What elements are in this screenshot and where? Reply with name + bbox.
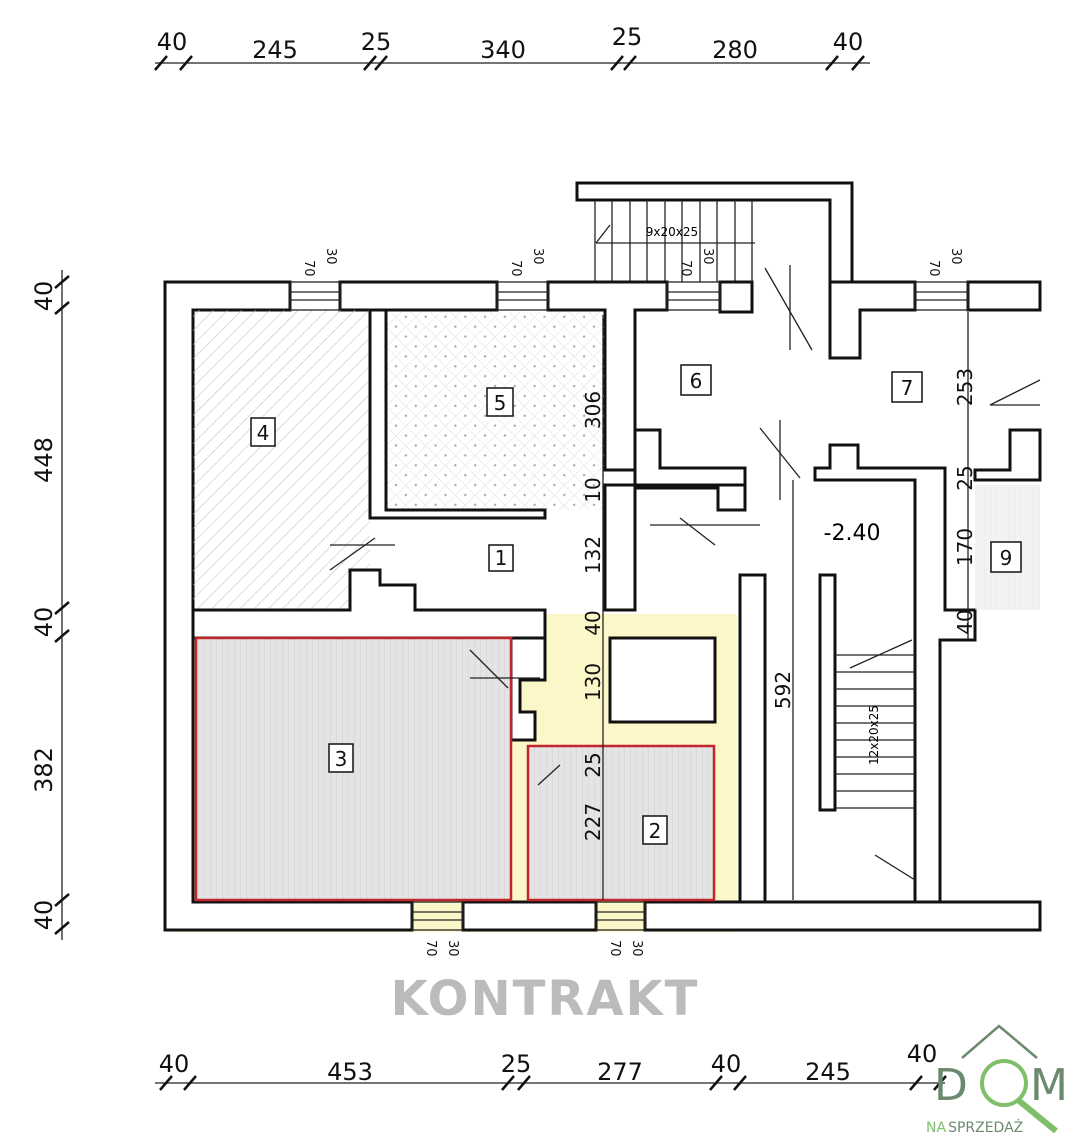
window-4-width: 70 <box>926 260 941 277</box>
wall-hall <box>603 483 747 612</box>
window-1-width: 70 <box>301 260 316 277</box>
wall-room-6-bottom <box>633 428 747 487</box>
logo-sub-prefix: NA <box>926 1120 946 1136</box>
dim-bottom-3: 277 <box>597 1058 643 1086</box>
outer-wall-bottom-1 <box>461 900 598 932</box>
lower-stairs <box>835 639 915 809</box>
room-6-label: 6 <box>690 369 703 393</box>
dim-40-a: 40 <box>581 610 605 635</box>
house-roof-icon <box>961 1024 1038 1059</box>
dim-left-0: 40 <box>30 281 58 312</box>
dim-top-0: 40 <box>157 28 188 56</box>
dim-bottom-5: 245 <box>805 1058 851 1086</box>
dim-top-2: 25 <box>361 28 392 56</box>
dim-bottom-4: 40 <box>711 1050 742 1078</box>
wall-corridor <box>738 573 767 904</box>
room-3-label: 3 <box>335 747 348 771</box>
dim-170: 170 <box>953 528 977 566</box>
dim-132: 132 <box>581 536 605 574</box>
windows <box>289 281 969 931</box>
dim-bottom-6: 40 <box>907 1040 938 1068</box>
level-label: -2.40 <box>824 521 881 546</box>
dim-592: 592 <box>771 671 795 709</box>
dim-top-3: 340 <box>480 36 526 64</box>
dim-bottom-1: 453 <box>327 1058 373 1086</box>
window-5-sill: 30 <box>445 940 460 957</box>
outer-wall-top-1 <box>338 280 499 312</box>
stair-enclosure-wall <box>575 181 854 284</box>
left-dimension-chain: 40 448 40 382 40 <box>30 270 70 940</box>
dim-left-1: 448 <box>30 437 58 483</box>
logo-letter-m: M <box>1030 1060 1068 1111</box>
window-6-sill: 30 <box>629 940 644 957</box>
room-9-label: 9 <box>1000 546 1013 570</box>
stair-inner-wall <box>818 573 837 812</box>
dim-130: 130 <box>581 663 605 701</box>
dim-top-4: 25 <box>612 23 643 51</box>
window-3-sill: 30 <box>700 248 715 265</box>
dim-40-b: 40 <box>953 609 977 634</box>
magnifier-icon <box>980 1059 1028 1107</box>
wall-room-4-5 <box>368 308 547 520</box>
dim-top-1: 245 <box>252 36 298 64</box>
watermark: KONTRAKT <box>391 971 700 1027</box>
outer-wall-top-4 <box>966 280 1042 312</box>
logo-letter-d: D <box>934 1060 968 1111</box>
wall-room-7-9 <box>813 443 977 904</box>
room-2-highlight <box>526 744 716 902</box>
outer-wall-top-3 <box>828 280 917 360</box>
room-4-label: 4 <box>257 421 270 445</box>
window-5-width: 70 <box>423 940 438 957</box>
window-1-sill: 30 <box>323 248 338 265</box>
dim-left-2: 40 <box>30 607 58 638</box>
dim-25-b: 25 <box>953 465 977 490</box>
room-4-area <box>193 310 370 610</box>
dim-top-5: 280 <box>712 36 758 64</box>
dim-25-a: 25 <box>581 752 605 777</box>
window-2-width: 70 <box>508 260 523 277</box>
room-labels: 1 2 3 4 5 6 7 9 <box>250 364 1022 845</box>
window-3-width: 70 <box>678 260 693 277</box>
door-swings <box>329 265 1041 881</box>
wall-room-3-side <box>509 636 547 742</box>
upper-stairs <box>594 200 755 282</box>
wall-right <box>973 428 1042 482</box>
top-dimension-chain: 40 245 25 340 25 280 40 <box>154 23 870 71</box>
dim-bottom-0: 40 <box>159 1050 190 1078</box>
room-2-label: 2 <box>649 819 662 843</box>
lower-stairs-label: 12x20x25 <box>867 705 881 765</box>
window-2-sill: 30 <box>530 248 545 265</box>
window-6-width: 70 <box>607 940 622 957</box>
dim-227: 227 <box>581 803 605 841</box>
dim-bottom-2: 25 <box>501 1050 532 1078</box>
upper-stairs-label: 9x20x25 <box>646 225 698 239</box>
window-4-sill: 30 <box>948 248 963 265</box>
bottom-dimension-chain: 40 453 25 277 40 245 40 <box>155 1040 947 1091</box>
wall-block <box>608 636 717 724</box>
dim-253: 253 <box>953 368 977 406</box>
room-7-label: 7 <box>901 376 914 400</box>
room-5-label: 5 <box>494 391 507 415</box>
outer-wall-bottom-2 <box>643 900 1042 932</box>
window-labels: 70 30 70 30 70 30 70 30 70 30 70 30 <box>301 248 963 957</box>
logo-sub: SPRZEDAŻ <box>948 1118 1023 1136</box>
dim-left-3: 382 <box>30 747 58 793</box>
dim-top-6: 40 <box>833 28 864 56</box>
dim-10: 10 <box>581 477 605 502</box>
wall-pier <box>718 280 754 314</box>
dim-left-4: 40 <box>30 900 58 931</box>
room-1-label: 1 <box>495 546 508 570</box>
interior-dimensions: 306 10 132 40 130 25 227 592 253 25 170 … <box>581 312 977 900</box>
dim-306: 306 <box>581 391 605 429</box>
